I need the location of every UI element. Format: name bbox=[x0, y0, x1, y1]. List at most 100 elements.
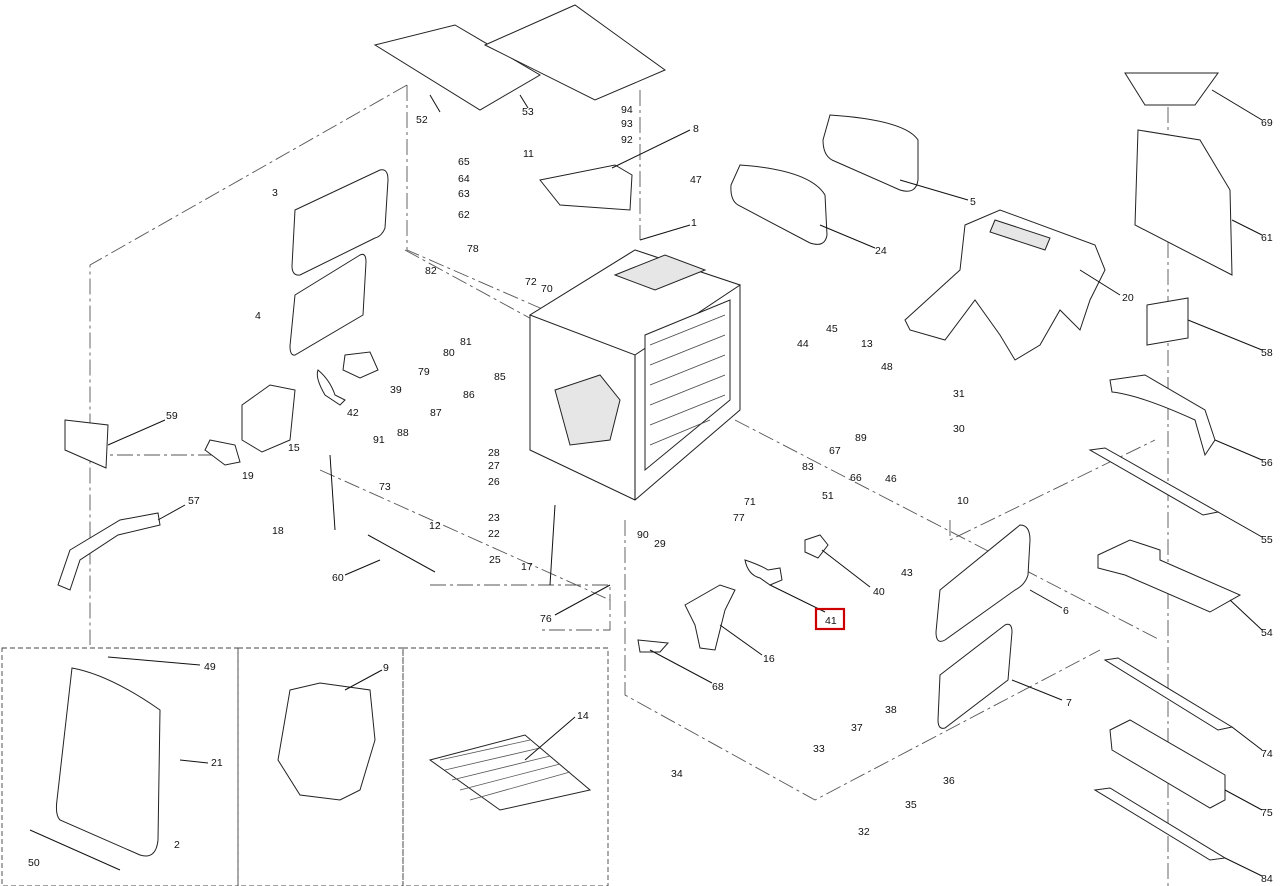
callout-48: 48 bbox=[881, 361, 893, 373]
dashed-guide-lines bbox=[89, 80, 1169, 886]
seat-door-frames bbox=[1, 647, 609, 886]
callout-labels: 1 2 3 4 5 6 7 8 9 10 11 12 13 14 15 16 1… bbox=[28, 104, 1273, 885]
callout-4: 4 bbox=[255, 310, 261, 322]
callout-68: 68 bbox=[712, 681, 724, 693]
callout-64: 64 bbox=[458, 173, 470, 185]
callout-35: 35 bbox=[905, 799, 917, 811]
callout-32: 32 bbox=[858, 826, 870, 838]
callout-65: 65 bbox=[458, 156, 470, 168]
window-panels bbox=[289, 114, 1031, 729]
callout-11: 11 bbox=[523, 148, 534, 160]
callout-79: 79 bbox=[418, 366, 430, 378]
callout-13: 13 bbox=[861, 338, 873, 350]
callout-31: 31 bbox=[953, 388, 965, 400]
callout-16: 16 bbox=[763, 653, 775, 665]
left-side-parts bbox=[57, 351, 556, 591]
callout-14: 14 bbox=[577, 710, 589, 722]
callout-77: 77 bbox=[733, 512, 745, 524]
callout-46: 46 bbox=[885, 473, 897, 485]
callout-81: 81 bbox=[460, 336, 472, 348]
callout-6: 6 bbox=[1063, 605, 1069, 617]
callout-5: 5 bbox=[970, 196, 976, 208]
callout-41: 41 bbox=[825, 615, 837, 627]
callout-53: 53 bbox=[522, 106, 534, 118]
callout-91: 91 bbox=[373, 434, 385, 446]
callout-27: 27 bbox=[488, 460, 500, 472]
callout-70: 70 bbox=[541, 283, 553, 295]
callout-41-highlight-box bbox=[814, 607, 846, 631]
callout-60: 60 bbox=[332, 572, 344, 584]
callout-19: 19 bbox=[242, 470, 254, 482]
callout-76: 76 bbox=[540, 613, 552, 625]
callout-39: 39 bbox=[390, 384, 402, 396]
callout-89: 89 bbox=[855, 432, 867, 444]
callout-74: 74 bbox=[1261, 748, 1273, 760]
callout-7: 7 bbox=[1066, 697, 1072, 709]
callout-28: 28 bbox=[488, 447, 500, 459]
lower-center-parts bbox=[637, 534, 829, 653]
callout-2: 2 bbox=[174, 839, 180, 851]
callout-47: 47 bbox=[690, 174, 702, 186]
callout-34: 34 bbox=[671, 768, 683, 780]
callout-36: 36 bbox=[943, 775, 955, 787]
callout-78: 78 bbox=[467, 243, 479, 255]
callout-59: 59 bbox=[166, 410, 178, 422]
callout-90: 90 bbox=[637, 529, 649, 541]
console-assembly bbox=[904, 209, 1106, 361]
callout-55: 55 bbox=[1261, 534, 1273, 546]
callout-67: 67 bbox=[829, 445, 841, 457]
callout-85: 85 bbox=[494, 371, 506, 383]
callout-69: 69 bbox=[1261, 117, 1273, 129]
callout-22: 22 bbox=[488, 528, 500, 540]
callout-52: 52 bbox=[416, 114, 428, 126]
callout-71: 71 bbox=[744, 496, 756, 508]
callout-66: 66 bbox=[850, 472, 862, 484]
callout-51: 51 bbox=[822, 490, 834, 502]
callout-1: 1 bbox=[691, 217, 697, 229]
callout-44: 44 bbox=[797, 338, 809, 350]
callout-26: 26 bbox=[488, 476, 500, 488]
cab-frame bbox=[528, 249, 742, 501]
callout-37: 37 bbox=[851, 722, 863, 734]
callout-73: 73 bbox=[379, 481, 391, 493]
callout-93: 93 bbox=[621, 118, 633, 130]
callout-38: 38 bbox=[885, 704, 897, 716]
door-seat-mat bbox=[55, 667, 592, 857]
callout-30: 30 bbox=[953, 423, 965, 435]
callout-24: 24 bbox=[875, 245, 887, 257]
callout-88: 88 bbox=[397, 427, 409, 439]
callout-84: 84 bbox=[1261, 873, 1273, 885]
callout-61: 61 bbox=[1261, 232, 1273, 244]
callout-17: 17 bbox=[521, 561, 533, 573]
callout-20: 20 bbox=[1122, 292, 1134, 304]
callout-83: 83 bbox=[802, 461, 814, 473]
callout-43: 43 bbox=[901, 567, 913, 579]
callout-58: 58 bbox=[1261, 347, 1273, 359]
callout-87: 87 bbox=[430, 407, 442, 419]
callout-15: 15 bbox=[288, 442, 300, 454]
callout-25: 25 bbox=[489, 554, 501, 566]
callout-42: 42 bbox=[347, 407, 359, 419]
right-side-trims bbox=[1088, 72, 1242, 861]
callout-33: 33 bbox=[813, 743, 825, 755]
callout-23: 23 bbox=[488, 512, 500, 524]
callout-3: 3 bbox=[272, 187, 278, 199]
callout-92: 92 bbox=[621, 134, 633, 146]
callout-63: 63 bbox=[458, 188, 470, 200]
callout-82: 82 bbox=[425, 265, 437, 277]
callout-12: 12 bbox=[429, 520, 441, 532]
callout-49: 49 bbox=[204, 661, 216, 673]
callout-10: 10 bbox=[957, 495, 969, 507]
callout-50: 50 bbox=[28, 857, 40, 869]
callout-54: 54 bbox=[1261, 627, 1273, 639]
callout-18: 18 bbox=[272, 525, 284, 537]
callout-75: 75 bbox=[1261, 807, 1273, 819]
callout-21: 21 bbox=[211, 757, 223, 769]
callout-72: 72 bbox=[525, 276, 537, 288]
leader-lines bbox=[29, 89, 1263, 877]
callout-62: 62 bbox=[458, 209, 470, 221]
callout-56: 56 bbox=[1261, 457, 1273, 469]
callout-94: 94 bbox=[621, 104, 633, 116]
roof-panels bbox=[373, 4, 667, 211]
